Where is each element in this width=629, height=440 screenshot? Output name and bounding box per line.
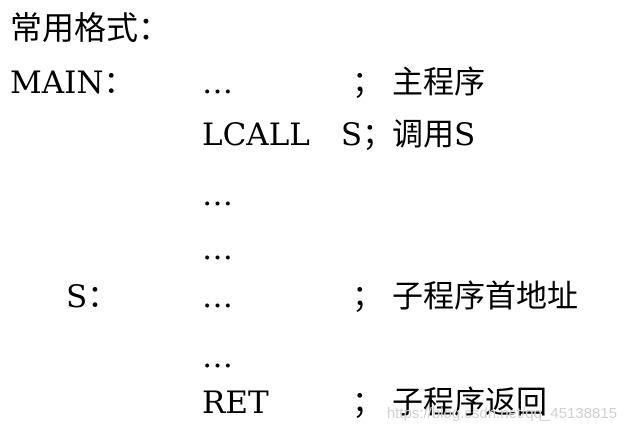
- row-semicolon: ；: [352, 385, 383, 421]
- code-row-ellipsis-1: …: [0, 170, 629, 220]
- row-code: …: [202, 279, 233, 315]
- row-label: S：: [66, 279, 119, 315]
- format-heading: 常用格式：: [10, 9, 171, 47]
- row-code: RET: [202, 385, 269, 421]
- row-comment: 子程序返回: [392, 385, 547, 421]
- row-semicolon: ；: [352, 279, 383, 315]
- code-row-main: MAIN： … ； 主程序: [0, 58, 629, 108]
- blog-watermark: https://blog.csdn.net/qq_45138815: [386, 405, 617, 422]
- row-code: …: [202, 177, 233, 213]
- row-semicolon: ；: [352, 65, 383, 101]
- code-row-ellipsis-3: …: [0, 332, 629, 382]
- row-code: …: [202, 231, 233, 267]
- row-label: MAIN：: [10, 65, 135, 101]
- row-code: …: [202, 65, 233, 101]
- code-row-subroutine: S： … ； 子程序首地址: [0, 272, 629, 322]
- row-code: LCALL S；: [202, 117, 394, 153]
- code-row-ellipsis-2: …: [0, 224, 629, 274]
- row-comment: 调用S: [392, 117, 476, 153]
- row-comment: 主程序: [392, 65, 485, 101]
- row-comment: 子程序首地址: [392, 279, 578, 315]
- code-row-ret: RET ； 子程序返回: [0, 378, 629, 428]
- row-code: …: [202, 339, 233, 375]
- code-row-lcall: LCALL S； 调用S: [0, 110, 629, 160]
